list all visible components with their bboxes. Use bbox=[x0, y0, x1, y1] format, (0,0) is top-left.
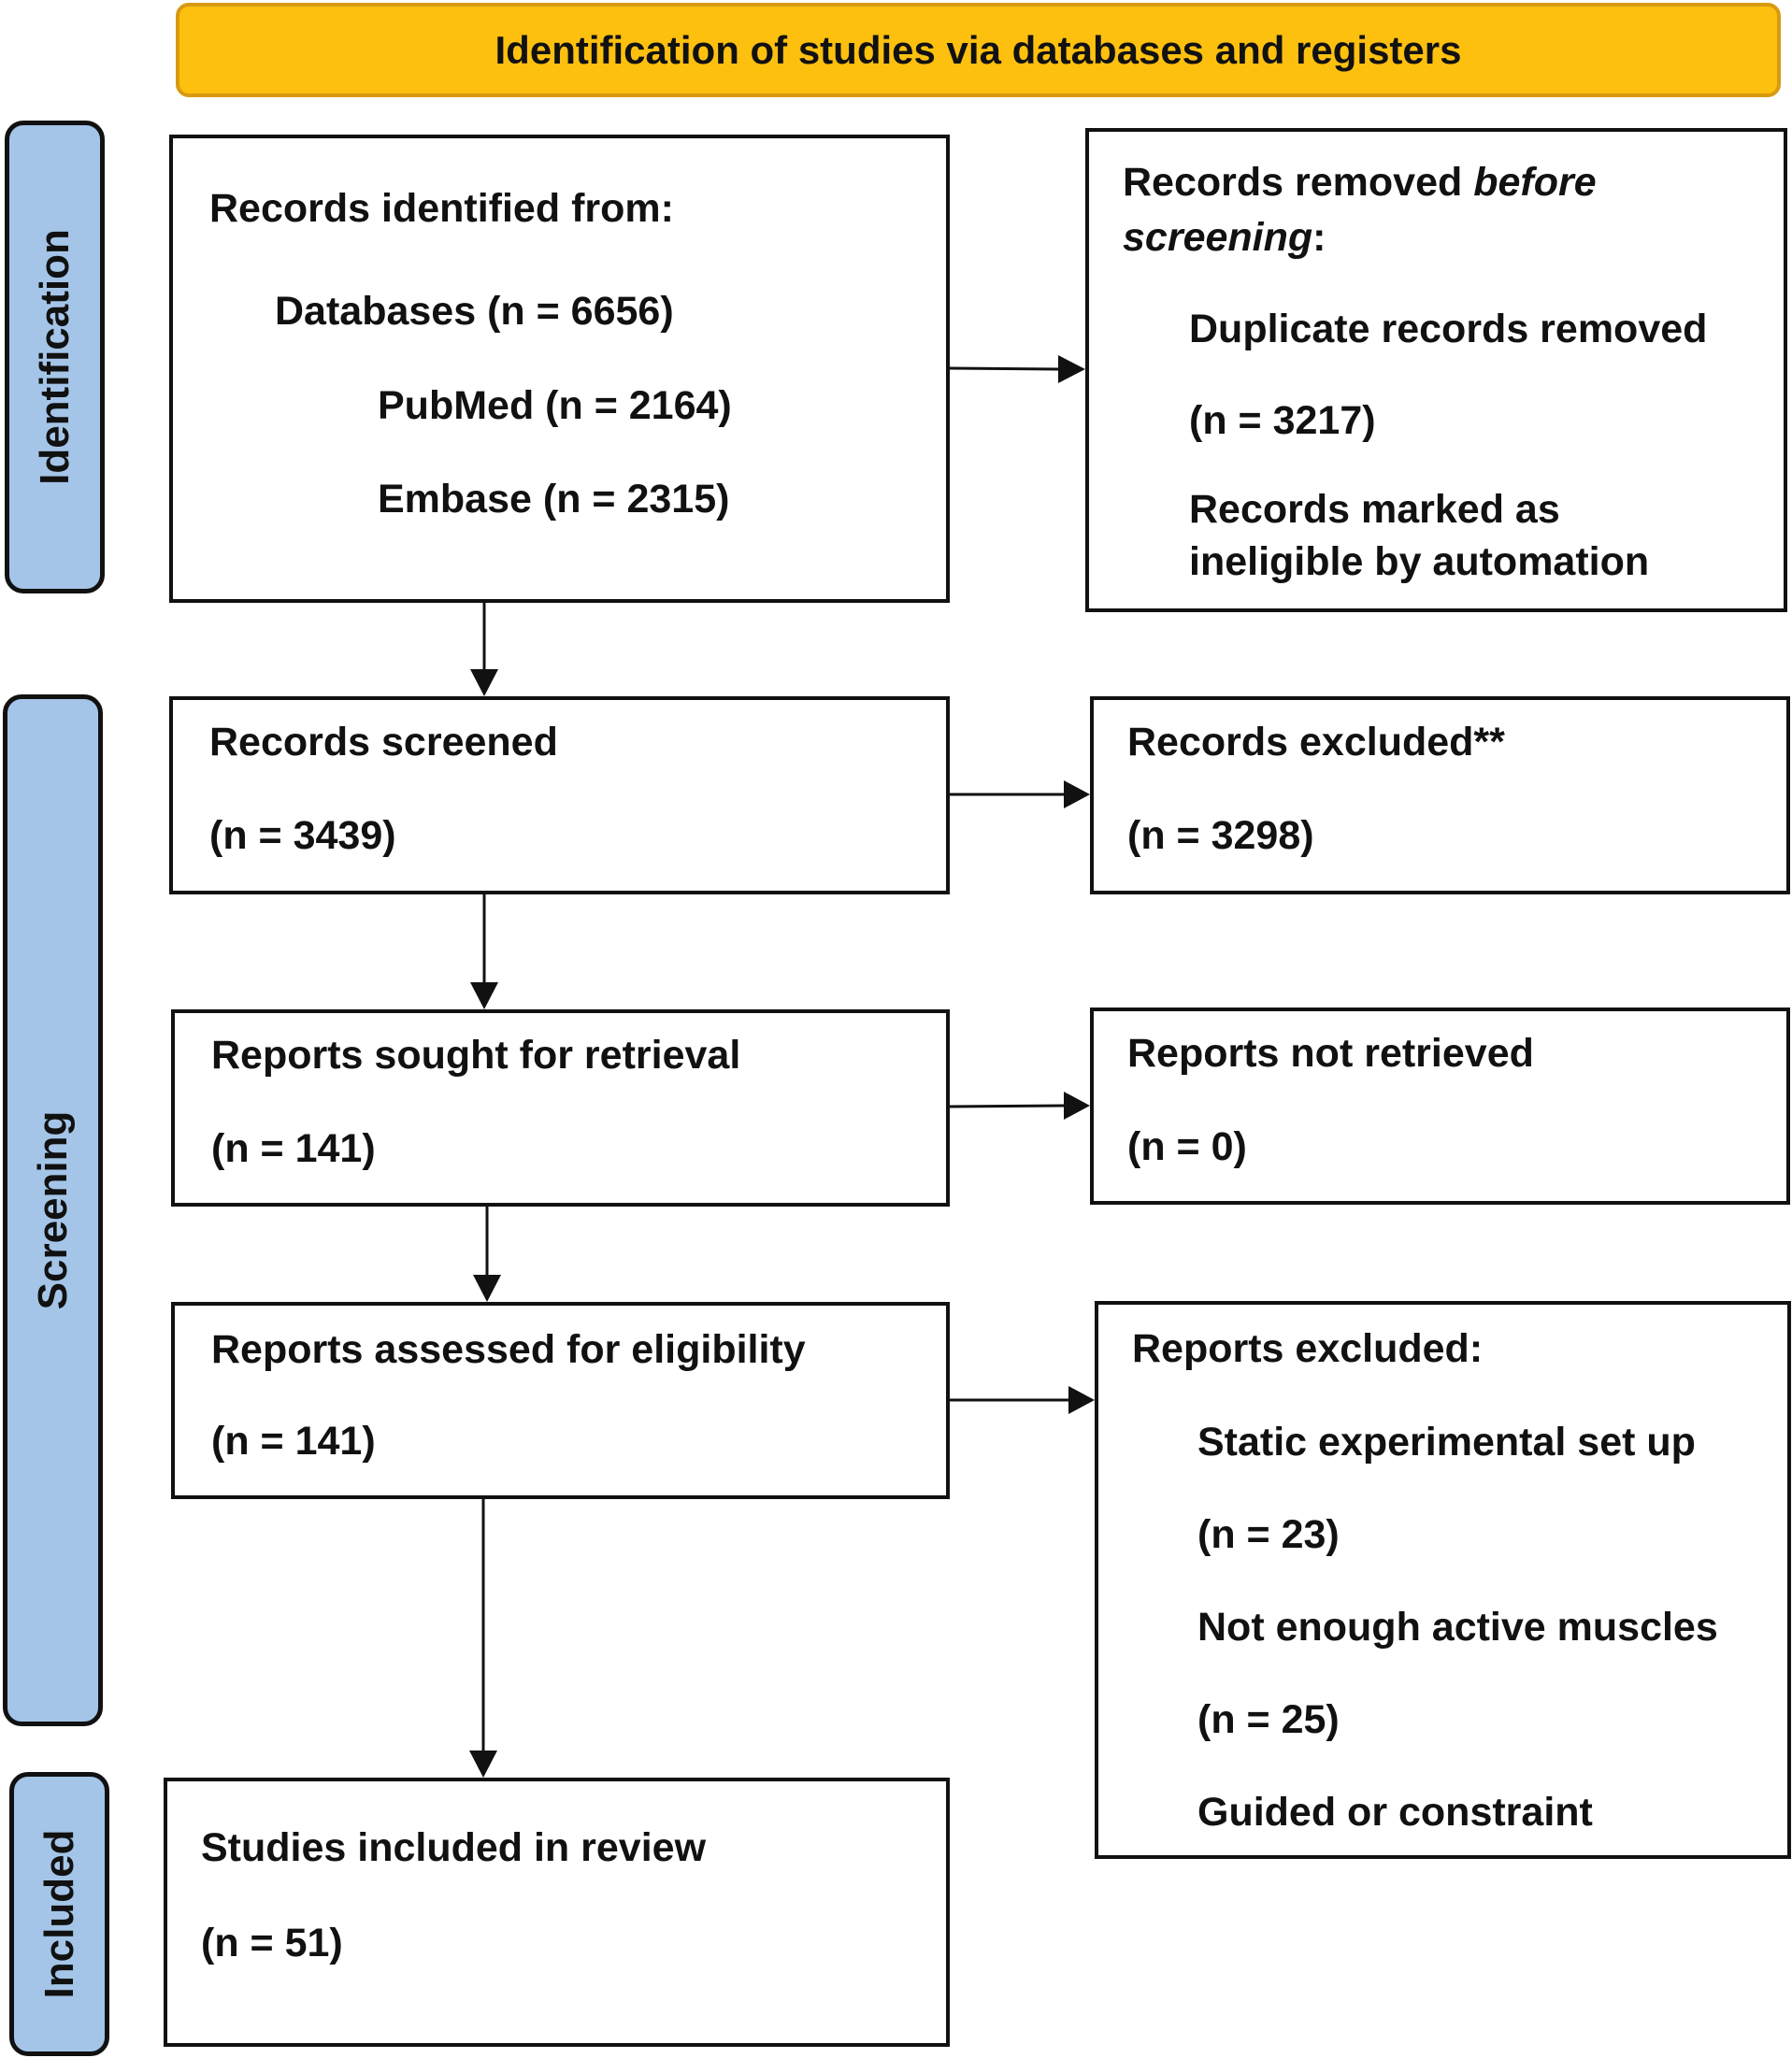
records-removed-box: Records removed before screening: Duplic… bbox=[1085, 128, 1787, 612]
ineligible-records-line2: ineligible by automation bbox=[1189, 539, 1650, 584]
records-identified-box: Records identified from: Databases (n = … bbox=[169, 135, 950, 603]
records-identified-pubmed: PubMed (n = 2164) bbox=[378, 383, 732, 428]
arrow-sought-to-not-retrieved-head bbox=[1064, 1092, 1090, 1120]
reports-sought-label: Reports sought for retrieval bbox=[211, 1033, 741, 1078]
records-excluded-label: Records excluded** bbox=[1127, 720, 1505, 765]
records-excluded-box: Records excluded** (n = 3298) bbox=[1090, 696, 1790, 894]
arrow-identified-to-screened-head bbox=[470, 669, 498, 696]
arrow-sought-to-assessed-head bbox=[473, 1275, 501, 1302]
duplicate-records-label: Duplicate records removed bbox=[1189, 307, 1708, 351]
records-removed-title-cont: screening: bbox=[1123, 215, 1326, 260]
records-screened-count: (n = 3439) bbox=[209, 813, 396, 858]
reports-not-retrieved-box: Reports not retrieved (n = 0) bbox=[1090, 1008, 1790, 1205]
reports-excluded-box: Reports excluded: Static experimental se… bbox=[1095, 1301, 1791, 1859]
stage-identification: Identification bbox=[5, 121, 105, 593]
arrow-identified-to-removed bbox=[949, 366, 1059, 371]
records-screened-box: Records screened (n = 3439) bbox=[169, 696, 950, 894]
reports-excluded-reason-3: Guided or constraint bbox=[1197, 1790, 1593, 1835]
reports-assessed-label: Reports assessed for eligibility bbox=[211, 1327, 806, 1372]
reports-sought-box: Reports sought for retrieval (n = 141) bbox=[171, 1009, 950, 1207]
reports-excluded-count-2: (n = 25) bbox=[1197, 1697, 1340, 1742]
reports-excluded-title: Reports excluded: bbox=[1132, 1326, 1484, 1371]
duplicate-records-count: (n = 3217) bbox=[1189, 398, 1376, 443]
reports-excluded-reason-1: Static experimental set up bbox=[1197, 1420, 1696, 1465]
records-identified-title: Records identified from: bbox=[209, 186, 674, 231]
stage-included: Included bbox=[9, 1772, 109, 2056]
arrow-screened-to-excluded-head bbox=[1064, 780, 1090, 808]
studies-included-count: (n = 51) bbox=[201, 1921, 343, 1965]
reports-not-retrieved-count: (n = 0) bbox=[1127, 1124, 1247, 1169]
arrow-screened-to-sought-head bbox=[470, 982, 498, 1009]
arrow-sought-to-not-retrieved bbox=[949, 1104, 1065, 1108]
arrow-identified-to-removed-head bbox=[1058, 355, 1085, 383]
reports-assessed-box: Reports assessed for eligibility (n = 14… bbox=[171, 1302, 950, 1499]
reports-excluded-reason-2: Not enough active muscles bbox=[1197, 1605, 1718, 1650]
reports-not-retrieved-label: Reports not retrieved bbox=[1127, 1031, 1534, 1076]
stage-screening: Screening bbox=[3, 694, 103, 1726]
records-identified-databases: Databases (n = 6656) bbox=[275, 289, 674, 334]
header-banner: Identification of studies via databases … bbox=[176, 3, 1781, 97]
header-title: Identification of studies via databases … bbox=[495, 27, 1462, 72]
records-excluded-count: (n = 3298) bbox=[1127, 813, 1314, 858]
reports-sought-count: (n = 141) bbox=[211, 1126, 376, 1171]
studies-included-box: Studies included in review (n = 51) bbox=[164, 1778, 950, 2047]
ineligible-records-line1: Records marked as bbox=[1189, 487, 1560, 532]
records-screened-label: Records screened bbox=[209, 720, 558, 765]
records-identified-embase: Embase (n = 2315) bbox=[378, 477, 730, 522]
reports-excluded-count-1: (n = 23) bbox=[1197, 1512, 1340, 1557]
arrow-assessed-to-included-head bbox=[469, 1751, 497, 1778]
studies-included-label: Studies included in review bbox=[201, 1825, 707, 1870]
reports-assessed-count: (n = 141) bbox=[211, 1419, 376, 1464]
arrow-assessed-to-excluded-head bbox=[1068, 1386, 1095, 1414]
records-removed-title: Records removed before bbox=[1123, 160, 1597, 205]
